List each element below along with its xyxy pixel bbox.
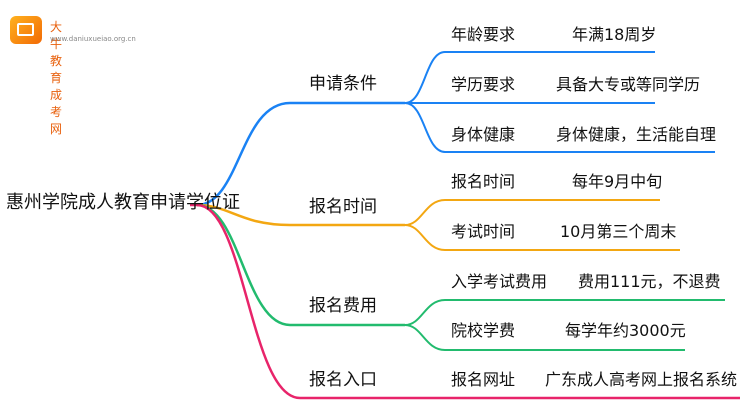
leaf-value-exam-fee: 费用111元，不退费	[578, 272, 721, 291]
branch-label-fees: 报名费用	[309, 296, 377, 316]
leaf-label-exam-fee: 入学考试费用	[451, 272, 548, 291]
leaf-label-website: 报名网址	[451, 370, 516, 389]
connector-signup-time	[404, 199, 660, 226]
logo-url: www.daniuxueiao.org.cn	[50, 35, 136, 43]
leaf-label-health: 身体健康	[451, 125, 516, 144]
leaf-value-website: 广东成人高考网上报名系统	[545, 370, 738, 389]
leaf-value-education: 具备大专或等同学历	[556, 75, 701, 94]
connector-age	[404, 51, 655, 104]
leaf-label-signup-time: 报名时间	[451, 172, 516, 191]
leaf-label-tuition: 院校学费	[451, 321, 516, 340]
leaf-label-education: 学历要求	[451, 75, 516, 94]
book-icon	[10, 16, 42, 44]
logo-name: 大牛教育成考网	[50, 20, 63, 136]
connector-root-shenqingtiaojian	[196, 101, 405, 207]
connector-exam-fee	[404, 299, 725, 326]
leaf-value-exam-time: 10月第三个周末	[560, 222, 677, 241]
connector-tuition	[404, 324, 685, 351]
leaf-label-age: 年龄要求	[451, 25, 516, 44]
connector-root-baomingshijian	[196, 203, 405, 227]
leaf-value-health: 身体健康，生活能自理	[556, 125, 717, 144]
leaf-value-tuition: 每学年约3000元	[565, 321, 686, 340]
branch-label-entry: 报名入口	[309, 370, 377, 390]
leaf-label-exam-time: 考试时间	[451, 222, 516, 241]
connector-health	[404, 102, 715, 153]
connector-root-baomingrukou	[196, 203, 740, 400]
branch-label-conditions: 申请条件	[309, 74, 377, 94]
leaf-value-signup-time: 每年9月中旬	[572, 172, 663, 191]
connector-exam-time	[404, 224, 680, 251]
leaf-value-age: 年满18周岁	[572, 25, 657, 44]
root-node: 惠州学院成人教育申请学位证	[6, 192, 240, 213]
branch-label-signup-time: 报名时间	[309, 197, 377, 217]
